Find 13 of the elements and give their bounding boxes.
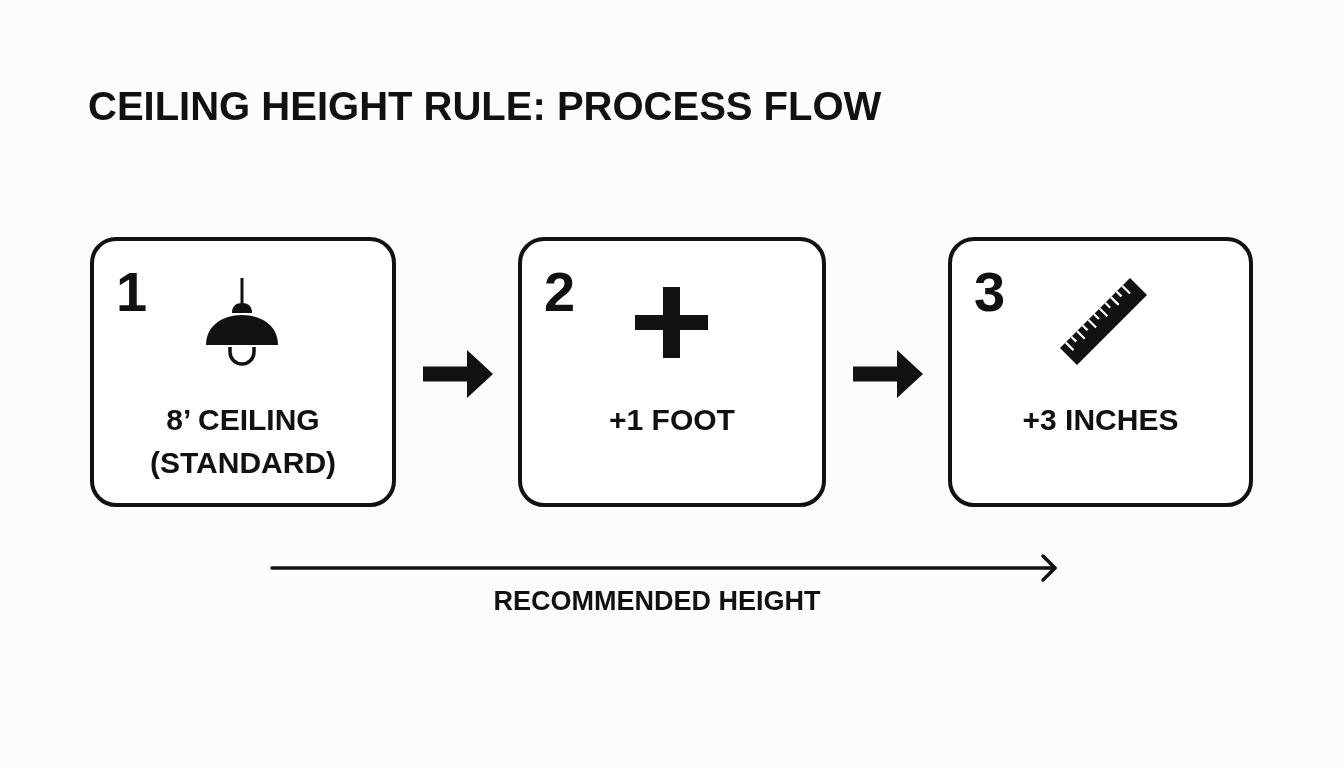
flow-arrow [853,350,923,398]
diagram-title: CEILING HEIGHT RULE: PROCESS FLOW [88,86,882,126]
step-number: 1 [116,264,148,320]
step-label: +1 FOOT [608,402,736,438]
step-card [90,237,396,507]
step-card [948,237,1253,507]
arrow-caption: RECOMMENDED HEIGHT [493,588,821,615]
flow-arrow [423,350,493,398]
step-card [518,237,826,507]
step-label: 8’ CEILING (STANDARD) [148,402,338,481]
step-label: +3 INCHES [1021,402,1180,438]
step-number: 2 [544,264,576,320]
step-number: 3 [974,264,1006,320]
